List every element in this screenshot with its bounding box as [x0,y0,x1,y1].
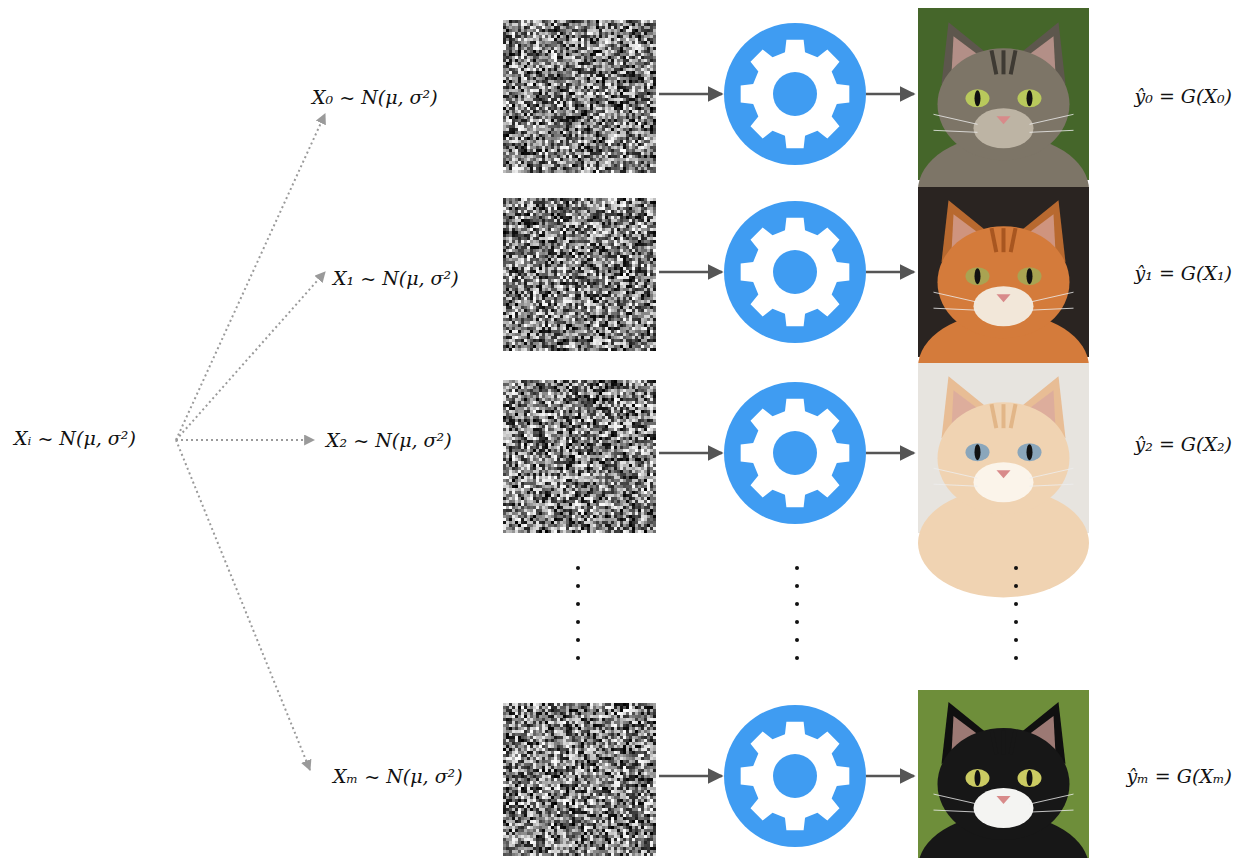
flow-arrow [659,271,722,274]
noise-image [503,380,656,533]
dotted-arrow [176,272,325,440]
dotted-arrow [176,439,314,441]
noise-image [503,198,656,351]
dotted-arrow [176,114,325,440]
math-label: ŷ₀ = G(X₀) [1135,85,1233,108]
flow-arrow [659,93,722,96]
math-label: X₁ ~ N(μ, σ²) [333,267,459,290]
generator-gear [724,201,866,343]
math-label: X₂ ~ N(μ, σ²) [326,429,452,452]
flow-arrow [659,775,722,778]
math-label: Xₘ ~ N(μ, σ²) [333,765,463,788]
math-label: X₀ ~ N(μ, σ²) [312,86,438,109]
math-label: ŷ₂ = G(X₂) [1135,433,1233,456]
noise-image [503,703,656,856]
generator-gear [724,382,866,524]
flow-arrow [866,93,914,96]
flow-arrow [866,452,914,455]
generated-cat-image [918,690,1089,858]
flow-arrows [659,94,914,776]
flow-arrow [659,452,722,455]
ellipsis-dots [576,566,1018,660]
flow-arrow [866,271,914,274]
math-label: ŷₘ = G(Xₘ) [1126,765,1232,788]
generator-gear [724,23,866,165]
sampling-arrows [176,114,325,770]
flow-arrow [866,775,914,778]
math-label: Xᵢ ~ N(μ, σ²) [14,427,136,450]
noise-image [503,20,656,173]
math-label: ŷ₁ = G(X₁) [1135,262,1233,285]
generator-gear [724,705,866,847]
generated-cat-image [918,363,1089,597]
dotted-arrow [176,440,310,770]
